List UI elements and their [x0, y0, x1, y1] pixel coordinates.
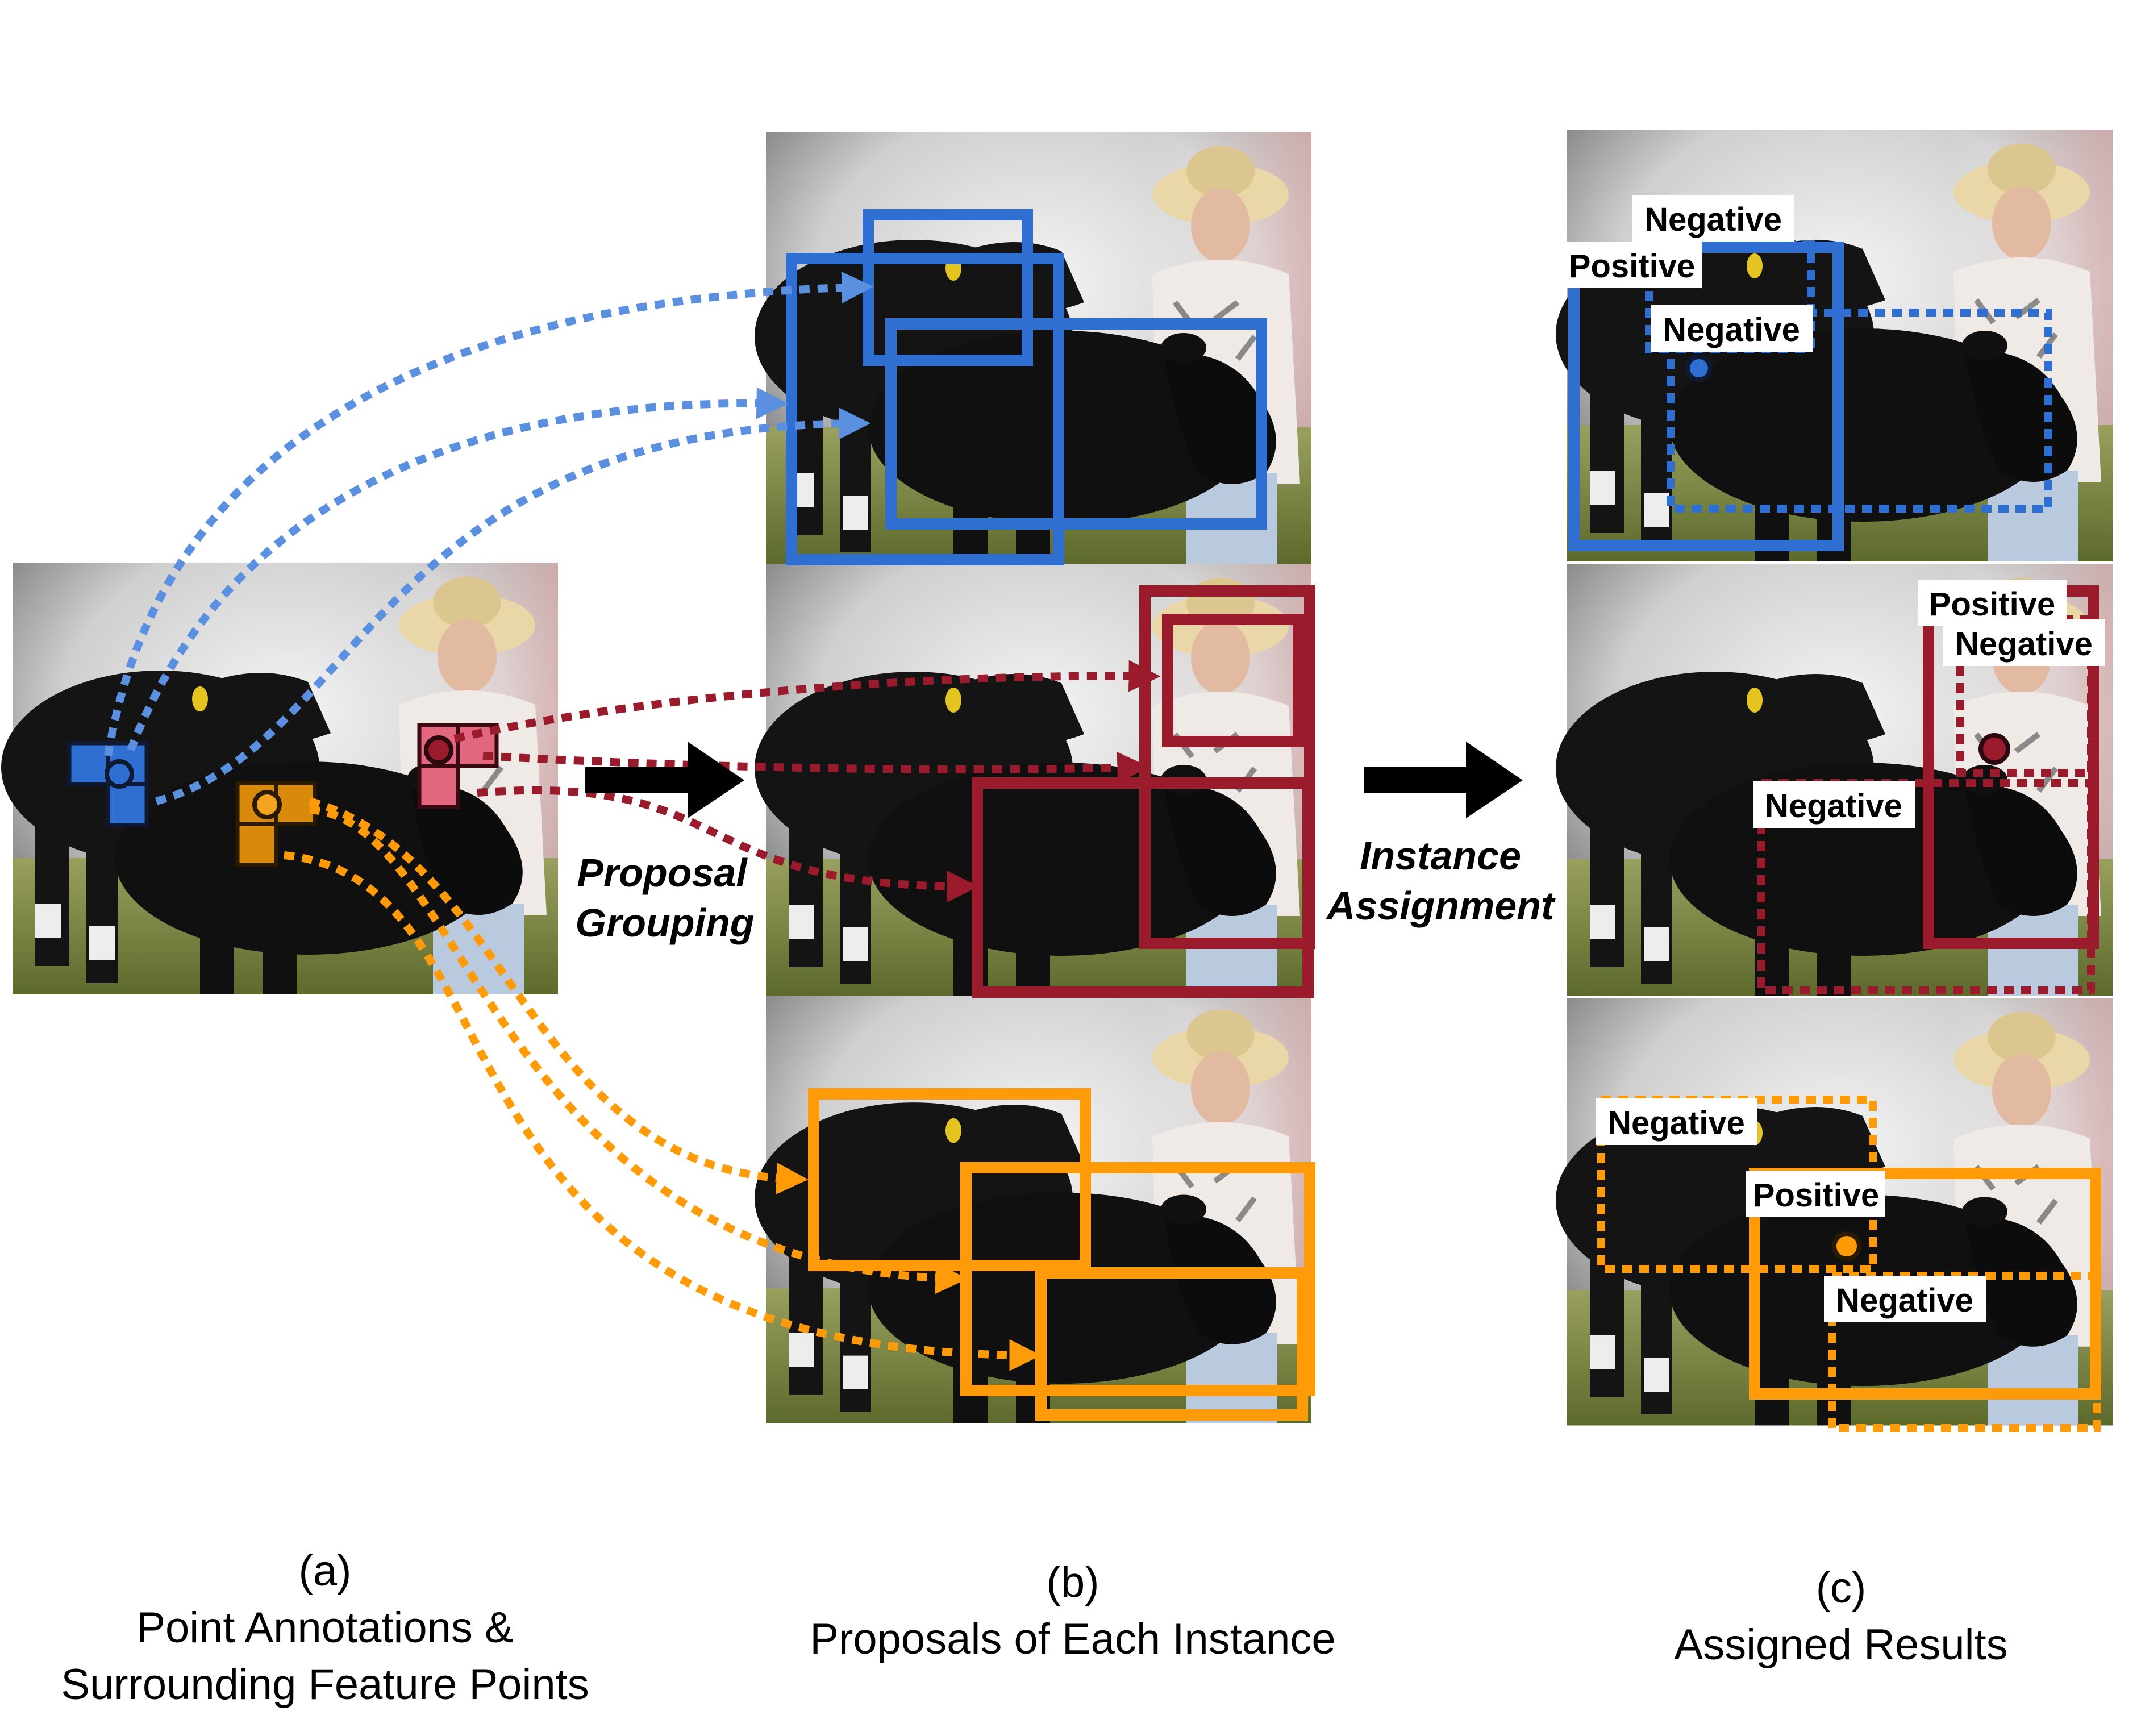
instance-assignment-arrow: [1364, 742, 1523, 818]
caption-c-line1: Assigned Results: [1674, 1621, 2007, 1669]
tag-negative: Negative: [1644, 201, 1782, 238]
proposal-grouping-label-2: Grouping: [576, 901, 755, 945]
tag-positive: Positive: [1569, 248, 1695, 285]
caption-b-letter: (b): [1047, 1558, 1099, 1606]
tag-negative: Negative: [1955, 626, 2093, 663]
tag-negative: Negative: [1836, 1282, 1973, 1319]
tag-positive: Positive: [1753, 1177, 1879, 1214]
instance-assignment-label-1: Instance: [1360, 834, 1521, 878]
tag-negative: Negative: [1607, 1105, 1745, 1142]
proposal-grouping-label-1: Proposal: [577, 851, 748, 895]
panel-b-orange-photo: [755, 996, 1311, 1423]
caption-c-letter: (c): [1816, 1564, 1867, 1612]
caption-b-line1: Proposals of Each Instance: [810, 1615, 1335, 1663]
caption-a-line2: Surrounding Feature Points: [61, 1660, 589, 1709]
caption-a-letter: (a): [299, 1547, 352, 1595]
tag-positive: Positive: [1929, 586, 2055, 623]
tag-negative: Negative: [1765, 788, 1902, 825]
tag-negative: Negative: [1663, 311, 1800, 348]
instance-assignment-label-2: Assignment: [1326, 884, 1556, 928]
caption-a-line1: Point Annotations &: [136, 1604, 513, 1652]
